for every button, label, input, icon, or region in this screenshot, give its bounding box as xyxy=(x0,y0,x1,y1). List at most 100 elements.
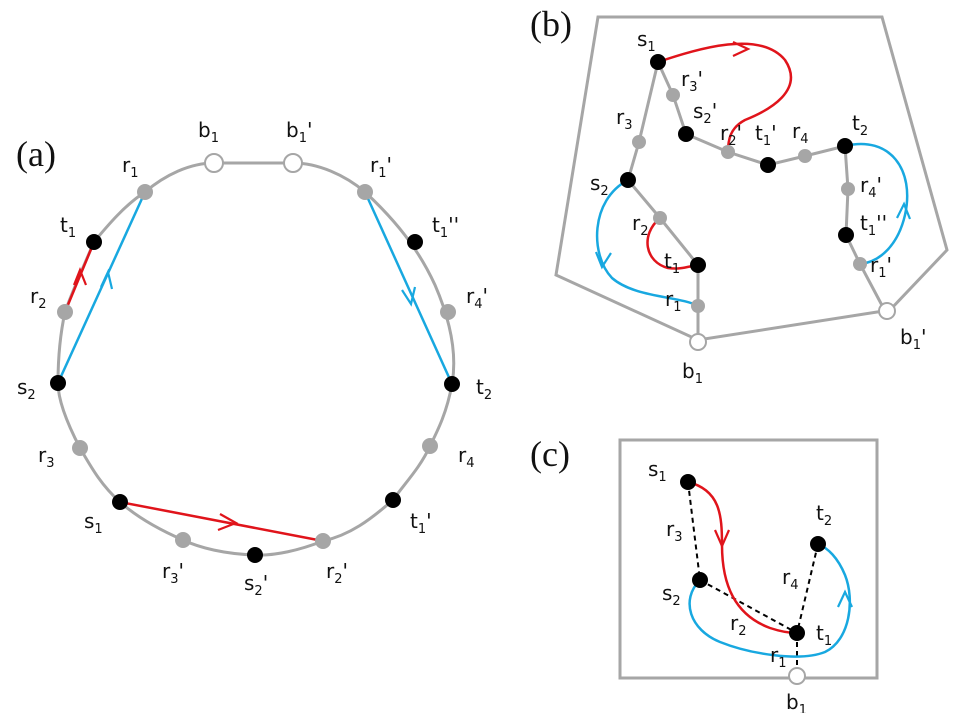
red-path-b-lower xyxy=(646,217,699,270)
node-r4p xyxy=(440,304,456,320)
label-b-r3p: r3' xyxy=(681,67,703,95)
label-a-s1: s1 xyxy=(84,509,103,537)
node-b-r1p xyxy=(853,257,867,271)
label-b-s2: s2 xyxy=(590,171,609,199)
label-b-s2p: s2' xyxy=(693,99,717,127)
node-b-r2 xyxy=(653,211,667,225)
label-a-s2p: s2' xyxy=(244,571,268,599)
node-b-t2 xyxy=(837,138,853,154)
ring-a xyxy=(56,161,456,557)
label-a-r2: r2 xyxy=(30,284,47,312)
red-path-c xyxy=(687,480,798,635)
label-b-r3: r3 xyxy=(616,105,633,133)
node-b-s2 xyxy=(620,172,636,188)
node-t1pp xyxy=(407,234,423,250)
label-b-t1: t1 xyxy=(664,249,680,277)
label-c-t1: t1 xyxy=(816,621,832,649)
label-b-r4: r4 xyxy=(792,119,809,147)
node-s1 xyxy=(112,494,128,510)
label-c-s1: s1 xyxy=(648,457,667,485)
label-c-r4: r4 xyxy=(782,565,799,593)
red-arrow-s1-r2p xyxy=(217,513,239,532)
node-c-s2 xyxy=(692,572,708,588)
node-b-b1 xyxy=(689,333,707,351)
node-b-t1pp xyxy=(838,227,854,243)
node-s2p xyxy=(247,547,263,563)
blue-path-b-left xyxy=(595,178,699,308)
node-c-t2 xyxy=(810,536,826,552)
label-b-r4p: r4' xyxy=(860,173,882,201)
label-b-b1: b1 xyxy=(682,359,703,387)
blue-chord-s2-r1 xyxy=(56,191,147,384)
blue-arrow-c xyxy=(837,589,853,608)
red-path-b-upper xyxy=(657,42,793,153)
label-a-s2: s2 xyxy=(17,375,36,403)
node-t1 xyxy=(86,234,102,250)
node-t2 xyxy=(444,376,460,392)
node-r2p xyxy=(315,533,331,549)
panel-b-tag: (b) xyxy=(530,4,572,44)
blue-chord-r1p-t2 xyxy=(363,191,454,385)
label-b-r1p: r1' xyxy=(870,253,892,281)
panel-c-tag: (c) xyxy=(530,434,570,474)
node-s2 xyxy=(50,375,66,391)
red-arrow-b-upper xyxy=(732,41,751,57)
node-c-t1 xyxy=(789,625,805,641)
red-chord-r2-t1 xyxy=(63,241,96,313)
label-b-s1: s1 xyxy=(637,27,656,55)
label-b-t2: t2 xyxy=(852,111,868,139)
panel-a-tag: (a) xyxy=(16,134,56,174)
boundary-polygon-b xyxy=(554,15,949,342)
label-a-r1p: r1' xyxy=(370,153,392,181)
dashed-edges-c xyxy=(687,481,819,676)
red-arrow-r2-t1 xyxy=(72,267,88,286)
blue-arrow-b-left xyxy=(594,251,612,270)
node-b-r2p xyxy=(721,145,735,159)
blue-path-b-right xyxy=(844,142,909,266)
red-chord-s1-r2p xyxy=(119,500,324,543)
node-c-b1 xyxy=(788,667,806,685)
label-b-b1p: b1' xyxy=(900,325,926,353)
node-b-r1 xyxy=(691,299,705,313)
node-c-s1 xyxy=(680,474,696,490)
node-b-r3 xyxy=(632,135,646,149)
label-b-r2: r2 xyxy=(632,211,649,239)
label-b-r2p: r2' xyxy=(720,121,742,149)
node-b-b1p xyxy=(878,302,896,320)
node-t1p xyxy=(385,492,401,508)
label-a-r4p: r4' xyxy=(466,284,488,312)
node-b1 xyxy=(204,153,224,173)
blue-arrow-r1p-t2 xyxy=(401,286,417,307)
label-a-r2p: r2' xyxy=(326,559,348,587)
label-c-b1: b1 xyxy=(786,690,807,713)
node-b-s2p xyxy=(678,126,694,142)
node-b-r4 xyxy=(798,149,812,163)
red-arrow-c xyxy=(713,529,731,549)
panel-c: (c) s1 r3 t2 r4 s2 r2 t1 r1 b1 xyxy=(530,434,879,713)
node-b-t1 xyxy=(690,257,706,273)
node-b1p xyxy=(283,153,303,173)
node-r3p xyxy=(175,532,191,548)
node-b-t1p xyxy=(760,157,776,173)
label-c-r2: r2 xyxy=(730,611,747,639)
label-a-t2: t2 xyxy=(476,375,492,403)
node-r1 xyxy=(137,184,153,200)
blue-arrow-b-right xyxy=(896,201,912,220)
panel-b: (b) s1 r3' s2' r3 r xyxy=(530,4,949,387)
node-b-r3p xyxy=(666,88,680,102)
boundary-rect-c xyxy=(618,438,879,680)
label-b-t1pp: t1'' xyxy=(860,211,887,239)
label-b-t1p: t1' xyxy=(755,121,777,149)
node-r3 xyxy=(72,440,88,456)
label-a-t1p: t1' xyxy=(410,509,432,537)
node-r4 xyxy=(422,438,438,454)
label-c-s2: s2 xyxy=(662,581,681,609)
label-a-r1: r1 xyxy=(122,153,139,181)
node-r1p xyxy=(357,184,373,200)
label-a-r3p: r3' xyxy=(162,559,184,587)
label-a-r3: r3 xyxy=(38,443,55,471)
label-a-t1pp: t1'' xyxy=(432,213,459,241)
node-b-s1 xyxy=(650,54,666,70)
panel-a: (a) b1 b1' r1 r1' t1 t xyxy=(16,118,492,599)
